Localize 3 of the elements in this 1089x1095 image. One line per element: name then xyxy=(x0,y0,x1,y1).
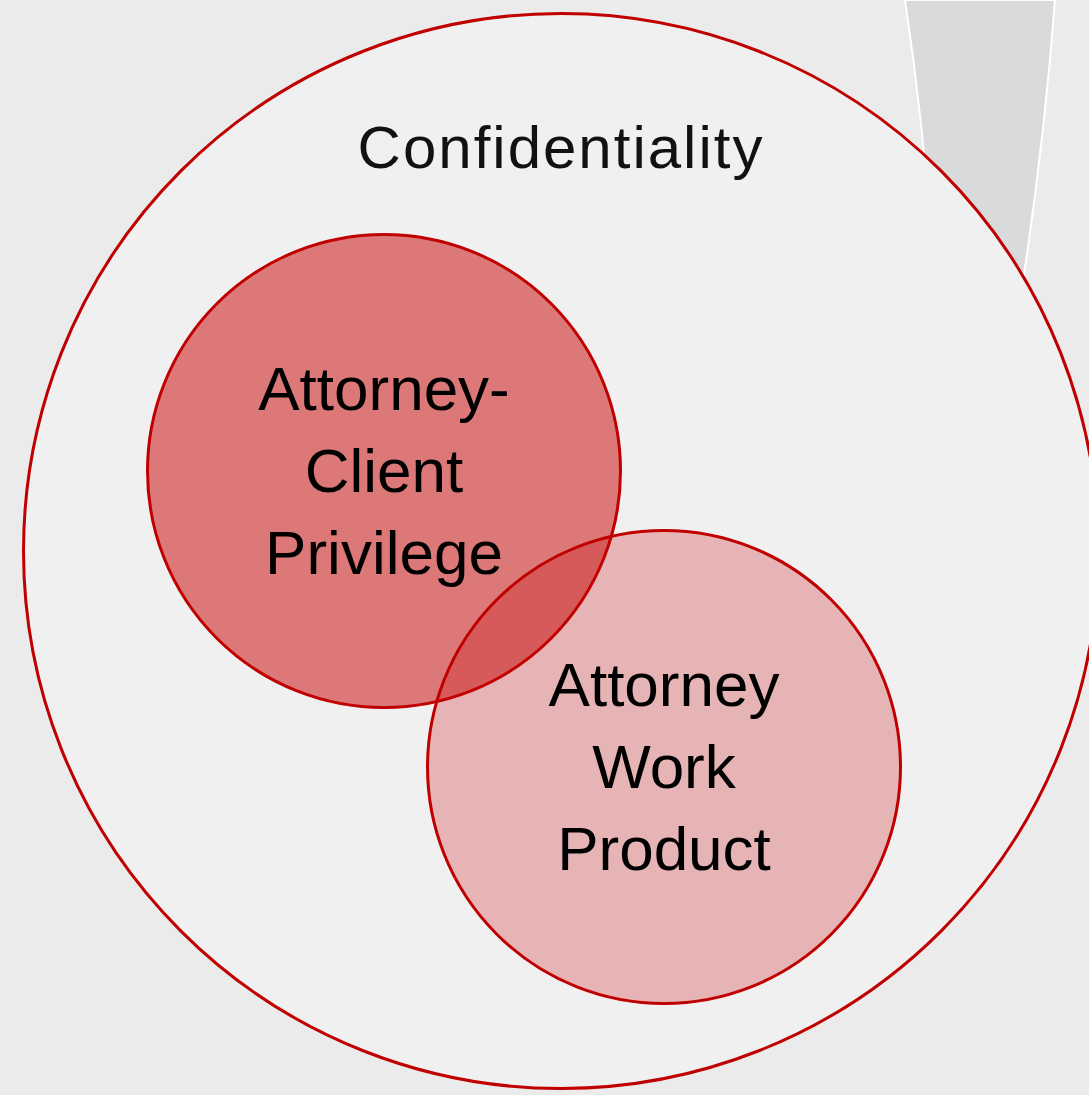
circle-label: Attorney-Client Privilege xyxy=(257,353,511,589)
heading-text: Confidentiality xyxy=(357,113,765,182)
circle-label: Attorney Work Product xyxy=(547,649,781,885)
